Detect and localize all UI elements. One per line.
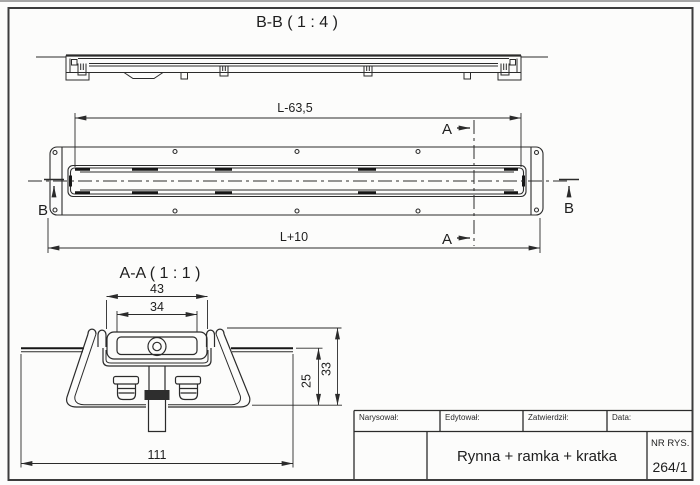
section-aa-dimensions	[20, 294, 342, 468]
plan-dimensions	[47, 113, 541, 253]
section-letter-a-top: A	[442, 121, 452, 138]
plan-view	[28, 120, 570, 246]
dim-depth-outer: 33	[320, 362, 334, 376]
section-markers	[44, 125, 579, 241]
approved-by-label: Zatwierdził:	[528, 413, 568, 422]
section-aa-view	[21, 328, 293, 433]
dim-length-bottom: L+10	[280, 230, 308, 244]
title-block: Narysował: Edytował: Zatwierdził: Data: …	[353, 409, 692, 479]
screw-holes	[52, 148, 540, 214]
foot-right	[174, 375, 202, 401]
section-letter-b-right: B	[564, 200, 574, 217]
section-aa-title: A-A ( 1 : 1 )	[120, 265, 201, 282]
section-letter-b-left: B	[38, 202, 48, 219]
foot-left	[112, 375, 140, 401]
outlet-pipe	[147, 400, 167, 433]
drawing-title: Rynna + ramka + kratka	[457, 448, 618, 465]
section-bb-title: B-B ( 1 : 4 )	[256, 14, 338, 31]
drawn-by-label: Narysował:	[359, 413, 399, 422]
title-block-grid	[353, 409, 692, 479]
date-label: Data:	[612, 413, 631, 422]
edited-by-label: Edytował:	[445, 413, 480, 422]
dim-length-top: L-63,5	[277, 101, 312, 115]
section-bb-view	[36, 54, 548, 81]
dim-frame-width: 43	[150, 282, 164, 296]
outlet-seal	[144, 390, 170, 400]
drawing-number-label: NR RYS.	[651, 438, 689, 449]
dim-grate-width: 34	[150, 300, 164, 314]
section-letter-a-bottom: A	[442, 231, 452, 248]
dim-depth-inner: 25	[300, 374, 314, 388]
dim-flange-width: 111	[147, 448, 166, 462]
sheet-border	[7, 7, 694, 481]
drawing-number: 264/1	[652, 459, 687, 475]
grate-clip-marks	[69, 167, 525, 195]
